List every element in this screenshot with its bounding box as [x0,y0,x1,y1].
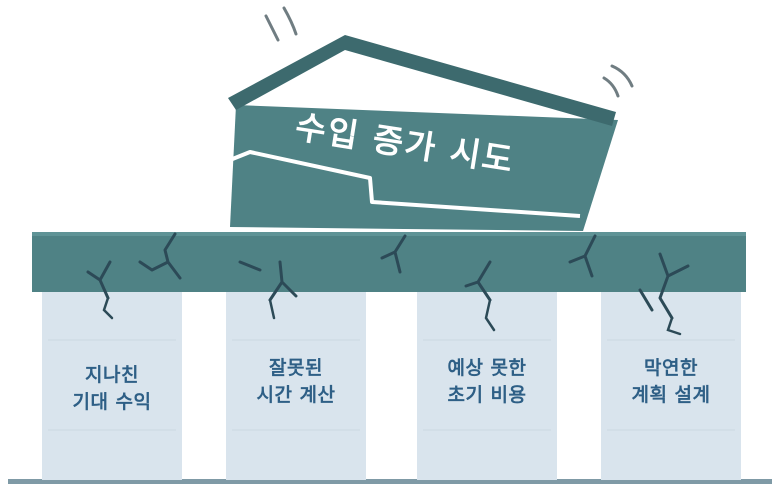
pillars [42,290,741,480]
pillar-label-1-line2: 기대 수익 [72,391,152,413]
pillar-label-3: 예상 못한 초기 비용 [417,355,557,409]
beam-cracks [86,232,690,320]
beam [32,232,746,292]
pillar-2 [226,290,366,480]
pillar-label-1: 지나친 기대 수익 [42,362,182,416]
pillar-label-3-line2: 초기 비용 [447,384,527,406]
pillar-label-4-line2: 계획 설계 [631,384,711,406]
pillar-label-3-line1: 예상 못한 [447,357,527,379]
pillar-label-1-line1: 지나친 [85,364,139,386]
pillar-label-2-line1: 잘못된 [269,357,323,379]
pillar-label-2-line2: 시간 계산 [256,384,336,406]
house-body [230,105,618,231]
pillar-label-4-line1: 막연한 [644,357,698,379]
house [228,6,634,231]
pillar-cracks [102,296,682,336]
ground-line [8,479,772,484]
pillar-1 [42,290,182,480]
shake-lines-right [602,64,634,98]
roof [228,35,616,126]
pillar-label-2: 잘못된 시간 계산 [226,355,366,409]
shake-lines-left [264,6,298,42]
pillar-label-4: 막연한 계획 설계 [601,355,741,409]
